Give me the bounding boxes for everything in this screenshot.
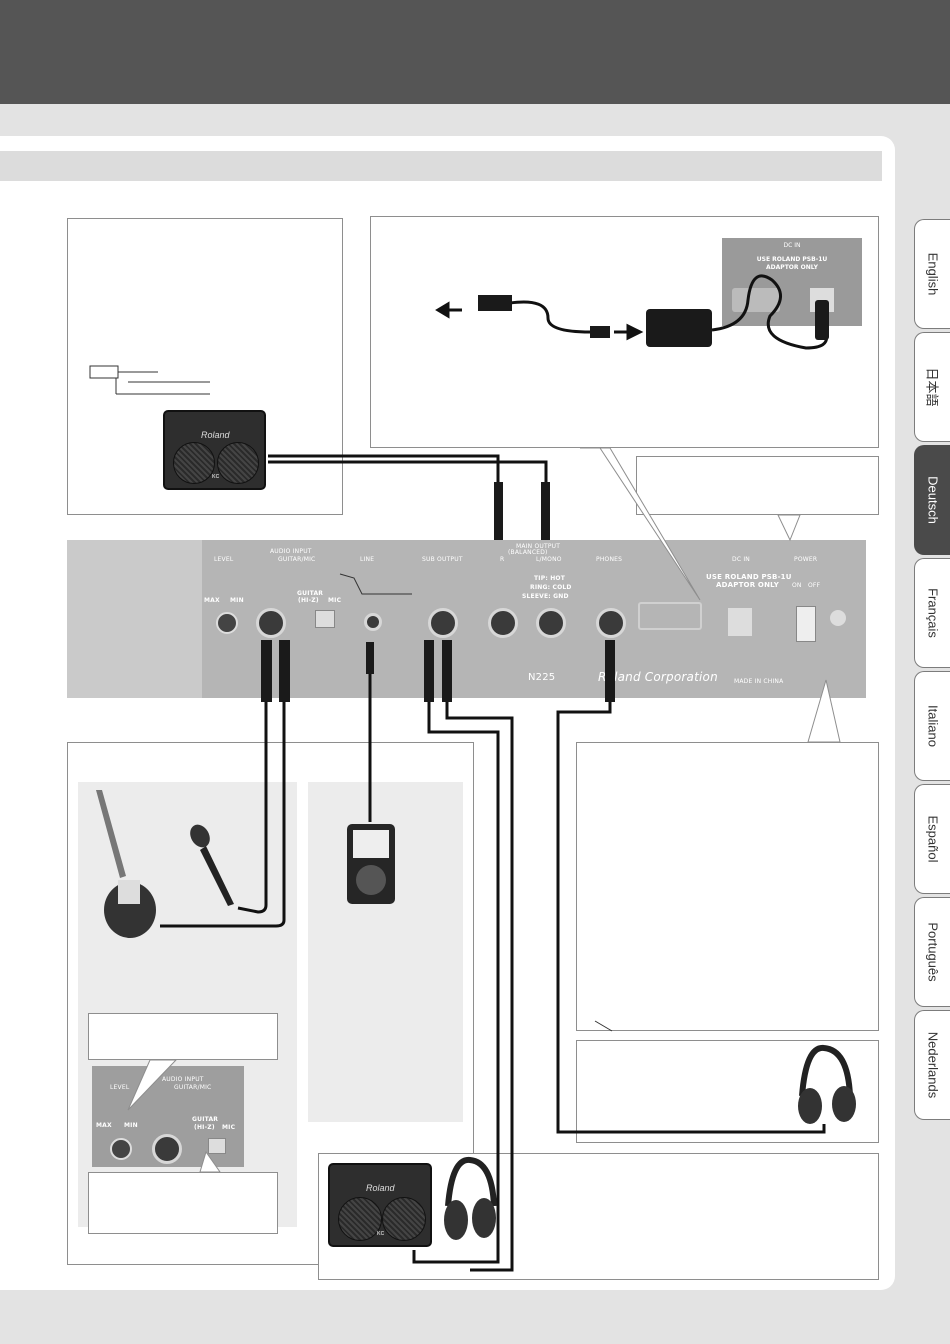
power-off-label: OFF xyxy=(808,582,821,589)
adaptor-note-1: USE ROLAND PSB-1U xyxy=(756,256,828,263)
brand-label: Roland Corporation xyxy=(598,670,718,684)
phones-info-box xyxy=(576,1040,879,1143)
power-switch-info-box xyxy=(636,456,879,515)
tab-label: Français xyxy=(925,588,940,638)
ground-info-box xyxy=(576,742,879,1031)
tab-label: Português xyxy=(925,922,940,982)
dc-in-label: DC IN xyxy=(732,556,750,563)
speaker-grille xyxy=(338,1197,382,1241)
main-output-l-jack[interactable] xyxy=(536,608,566,638)
guitar-label: GUITAR xyxy=(192,1116,219,1123)
player-screen xyxy=(353,830,389,858)
made-in-label: MADE IN CHINA xyxy=(734,678,784,685)
r-label: R xyxy=(500,556,505,563)
speaker-grille xyxy=(217,442,259,484)
tab-label: Italiano xyxy=(925,705,940,747)
mic-label: MIC xyxy=(222,1124,236,1131)
min-label: MIN xyxy=(230,597,244,604)
phones-jack[interactable] xyxy=(596,608,626,638)
hi-z-label: (HI-Z) xyxy=(194,1124,215,1131)
section-title-bar xyxy=(0,151,882,181)
amplifier-image: Roland KC xyxy=(328,1163,432,1247)
cord-hook xyxy=(638,602,702,630)
cord-hook xyxy=(732,288,780,312)
panel-controls: AUDIO INPUT LEVEL GUITAR/MIC LINE SUB OU… xyxy=(200,540,866,698)
amp-logo: Roland xyxy=(366,1183,395,1193)
dc-in-label: DC IN xyxy=(783,242,801,249)
tab-english[interactable]: English xyxy=(914,219,950,329)
ring-label: RING: COLD xyxy=(530,584,572,591)
dc-in-detail: DC IN USE ROLAND PSB-1U ADAPTOR ONLY xyxy=(722,238,862,326)
max-label: MAX xyxy=(96,1122,112,1129)
tab-label: 日本語 xyxy=(924,367,939,407)
speaker-grille xyxy=(173,442,215,484)
sub-output-jack[interactable] xyxy=(428,608,458,638)
tab-italiano[interactable]: Italiano xyxy=(914,671,950,781)
power-switch[interactable] xyxy=(796,606,816,642)
tab-label: Español xyxy=(925,815,940,863)
main-output-label: MAIN OUTPUT xyxy=(516,543,561,550)
min-label: MIN xyxy=(124,1122,138,1129)
tip-label: TIP: HOT xyxy=(534,575,566,582)
l-mono-label: L/MONO xyxy=(536,556,562,563)
sub-output-label: SUB OUTPUT xyxy=(422,556,463,563)
sleeve-label: SLEEVE: GND xyxy=(522,593,569,600)
guitar-mic-jack[interactable] xyxy=(152,1134,182,1164)
line-label: LINE xyxy=(360,556,375,563)
amp-model: KC xyxy=(377,1231,385,1237)
tab-japanese[interactable]: 日本語 xyxy=(914,332,950,442)
guitar-mic-switch[interactable] xyxy=(315,610,335,628)
speaker-grille xyxy=(382,1197,426,1241)
amp-logo: Roland xyxy=(201,430,230,440)
mic-label: MIC xyxy=(328,597,342,604)
level-note-box xyxy=(88,1013,278,1060)
guitar-mic-switch[interactable] xyxy=(208,1138,226,1154)
adaptor-note-2: ADAPTOR ONLY xyxy=(766,264,818,271)
tab-espanol[interactable]: Español xyxy=(914,784,950,894)
tab-deutsch[interactable]: Deutsch xyxy=(914,445,950,555)
tab-francais[interactable]: Français xyxy=(914,558,950,668)
input-panel-inset: AUDIO INPUT LEVEL GUITAR/MIC MAX MIN GUI… xyxy=(92,1066,244,1167)
level-label: LEVEL xyxy=(110,1084,130,1091)
guitar-mic-label: GUITAR/MIC xyxy=(278,556,316,563)
tab-label: Deutsch xyxy=(925,476,940,524)
ground-terminal[interactable] xyxy=(830,610,846,626)
guitar-mic-label: GUITAR/MIC xyxy=(174,1084,212,1091)
audio-input-label: AUDIO INPUT xyxy=(162,1076,204,1083)
line-jack[interactable] xyxy=(364,613,382,631)
header-band xyxy=(0,0,950,104)
adaptor-note-1: USE ROLAND PSB-1U xyxy=(706,573,792,581)
dc-in-jack[interactable] xyxy=(728,608,752,636)
guitar-label: GUITAR xyxy=(297,590,324,597)
guitar-switch-note-box xyxy=(88,1172,278,1234)
tab-portugues[interactable]: Português xyxy=(914,897,950,1007)
tab-label: English xyxy=(925,252,940,296)
audio-input-label: AUDIO INPUT xyxy=(270,548,312,555)
adaptor-note-2: ADAPTOR ONLY xyxy=(716,581,779,589)
guitar-mic-jack[interactable] xyxy=(256,608,286,638)
amp-model: KC xyxy=(212,474,220,480)
power-on-label: ON xyxy=(792,582,802,589)
hi-z-label: (HI-Z) xyxy=(298,597,319,604)
rear-panel-label-area xyxy=(67,540,202,698)
dc-in-jack xyxy=(810,288,834,312)
main-output-r-jack[interactable] xyxy=(488,608,518,638)
tab-nederlands[interactable]: Nederlands xyxy=(914,1010,950,1120)
level-knob[interactable] xyxy=(216,612,238,634)
audio-player-image xyxy=(347,824,395,904)
amplifier-image: Roland KC xyxy=(163,410,266,490)
level-label: LEVEL xyxy=(214,556,234,563)
tab-label: Nederlands xyxy=(925,1031,940,1099)
balanced-label: (BALANCED) xyxy=(508,549,548,556)
cert-label: N225 xyxy=(528,672,556,683)
level-knob[interactable] xyxy=(110,1138,132,1160)
max-label: MAX xyxy=(204,597,220,604)
power-label: POWER xyxy=(794,556,818,563)
click-wheel xyxy=(356,865,386,895)
phones-label: PHONES xyxy=(596,556,623,563)
